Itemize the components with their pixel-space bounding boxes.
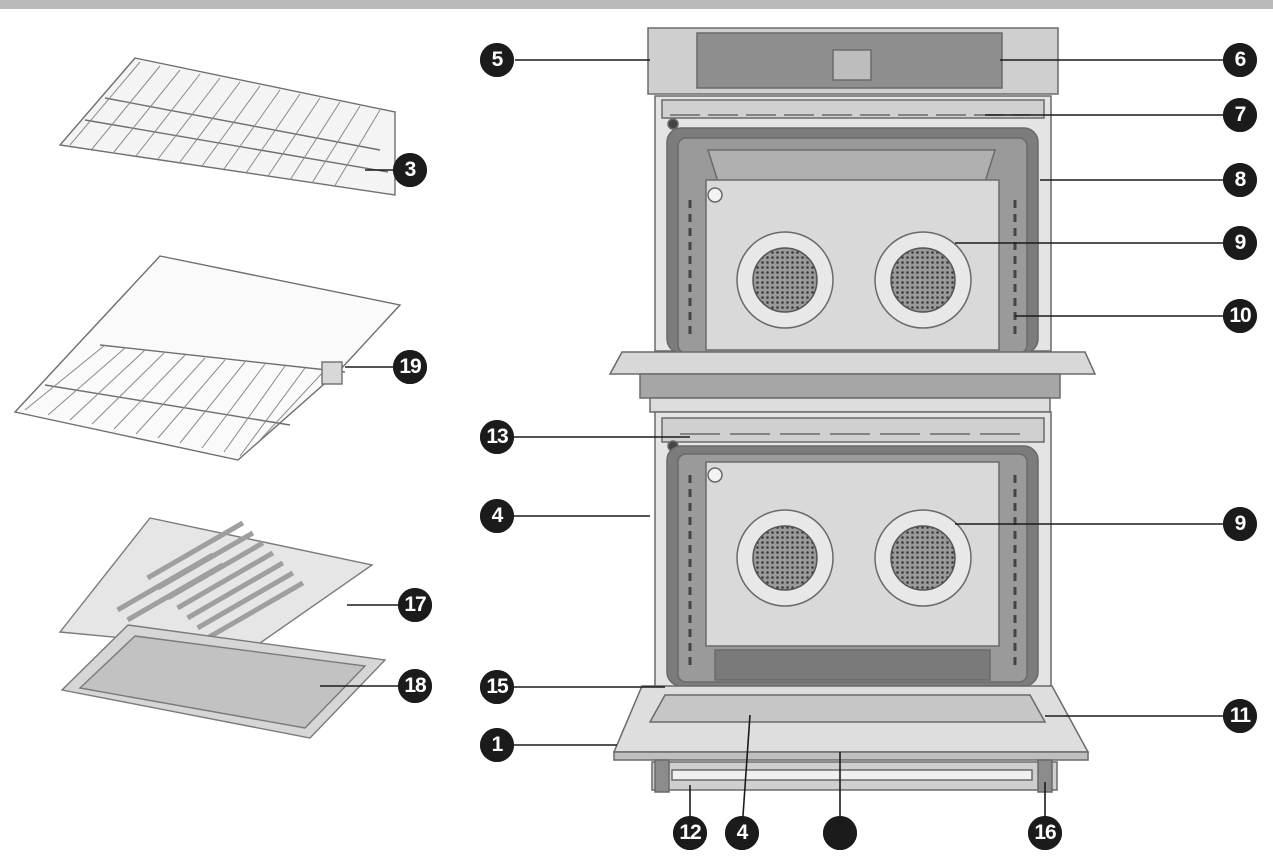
- display-window: [832, 49, 872, 81]
- callout-blank: [823, 816, 857, 850]
- top-border: [0, 0, 1273, 9]
- callout-6: 6: [1223, 43, 1257, 77]
- callout-4-bottom: 4: [725, 816, 759, 850]
- callout-7: 7: [1223, 98, 1257, 132]
- callout-16: 16: [1028, 816, 1062, 850]
- callout-9-upper: 9: [1223, 226, 1257, 260]
- callout-18: 18: [398, 669, 432, 703]
- callout-9-lower: 9: [1223, 507, 1257, 541]
- callout-11: 11: [1223, 699, 1257, 733]
- baking-tray: [60, 624, 387, 739]
- callout-5: 5: [480, 43, 514, 77]
- callout-17: 17: [398, 588, 432, 622]
- wire-rack: [58, 57, 396, 196]
- telescopic-rack: [13, 255, 402, 461]
- callout-1: 1: [480, 728, 514, 762]
- leader-lines: [320, 59, 1240, 831]
- oven-outline: [608, 27, 1097, 793]
- callout-13: 13: [480, 420, 514, 454]
- callout-12: 12: [673, 816, 707, 850]
- callout-10: 10: [1223, 299, 1257, 333]
- callout-15: 15: [480, 670, 514, 704]
- callout-3: 3: [393, 153, 427, 187]
- callout-4-side: 4: [480, 499, 514, 533]
- callout-8: 8: [1223, 163, 1257, 197]
- callout-19: 19: [393, 350, 427, 384]
- grill-insert: [58, 517, 374, 651]
- lower-rack-supports: [688, 475, 1017, 665]
- upper-door: [608, 351, 1097, 375]
- oven-light: [667, 118, 679, 130]
